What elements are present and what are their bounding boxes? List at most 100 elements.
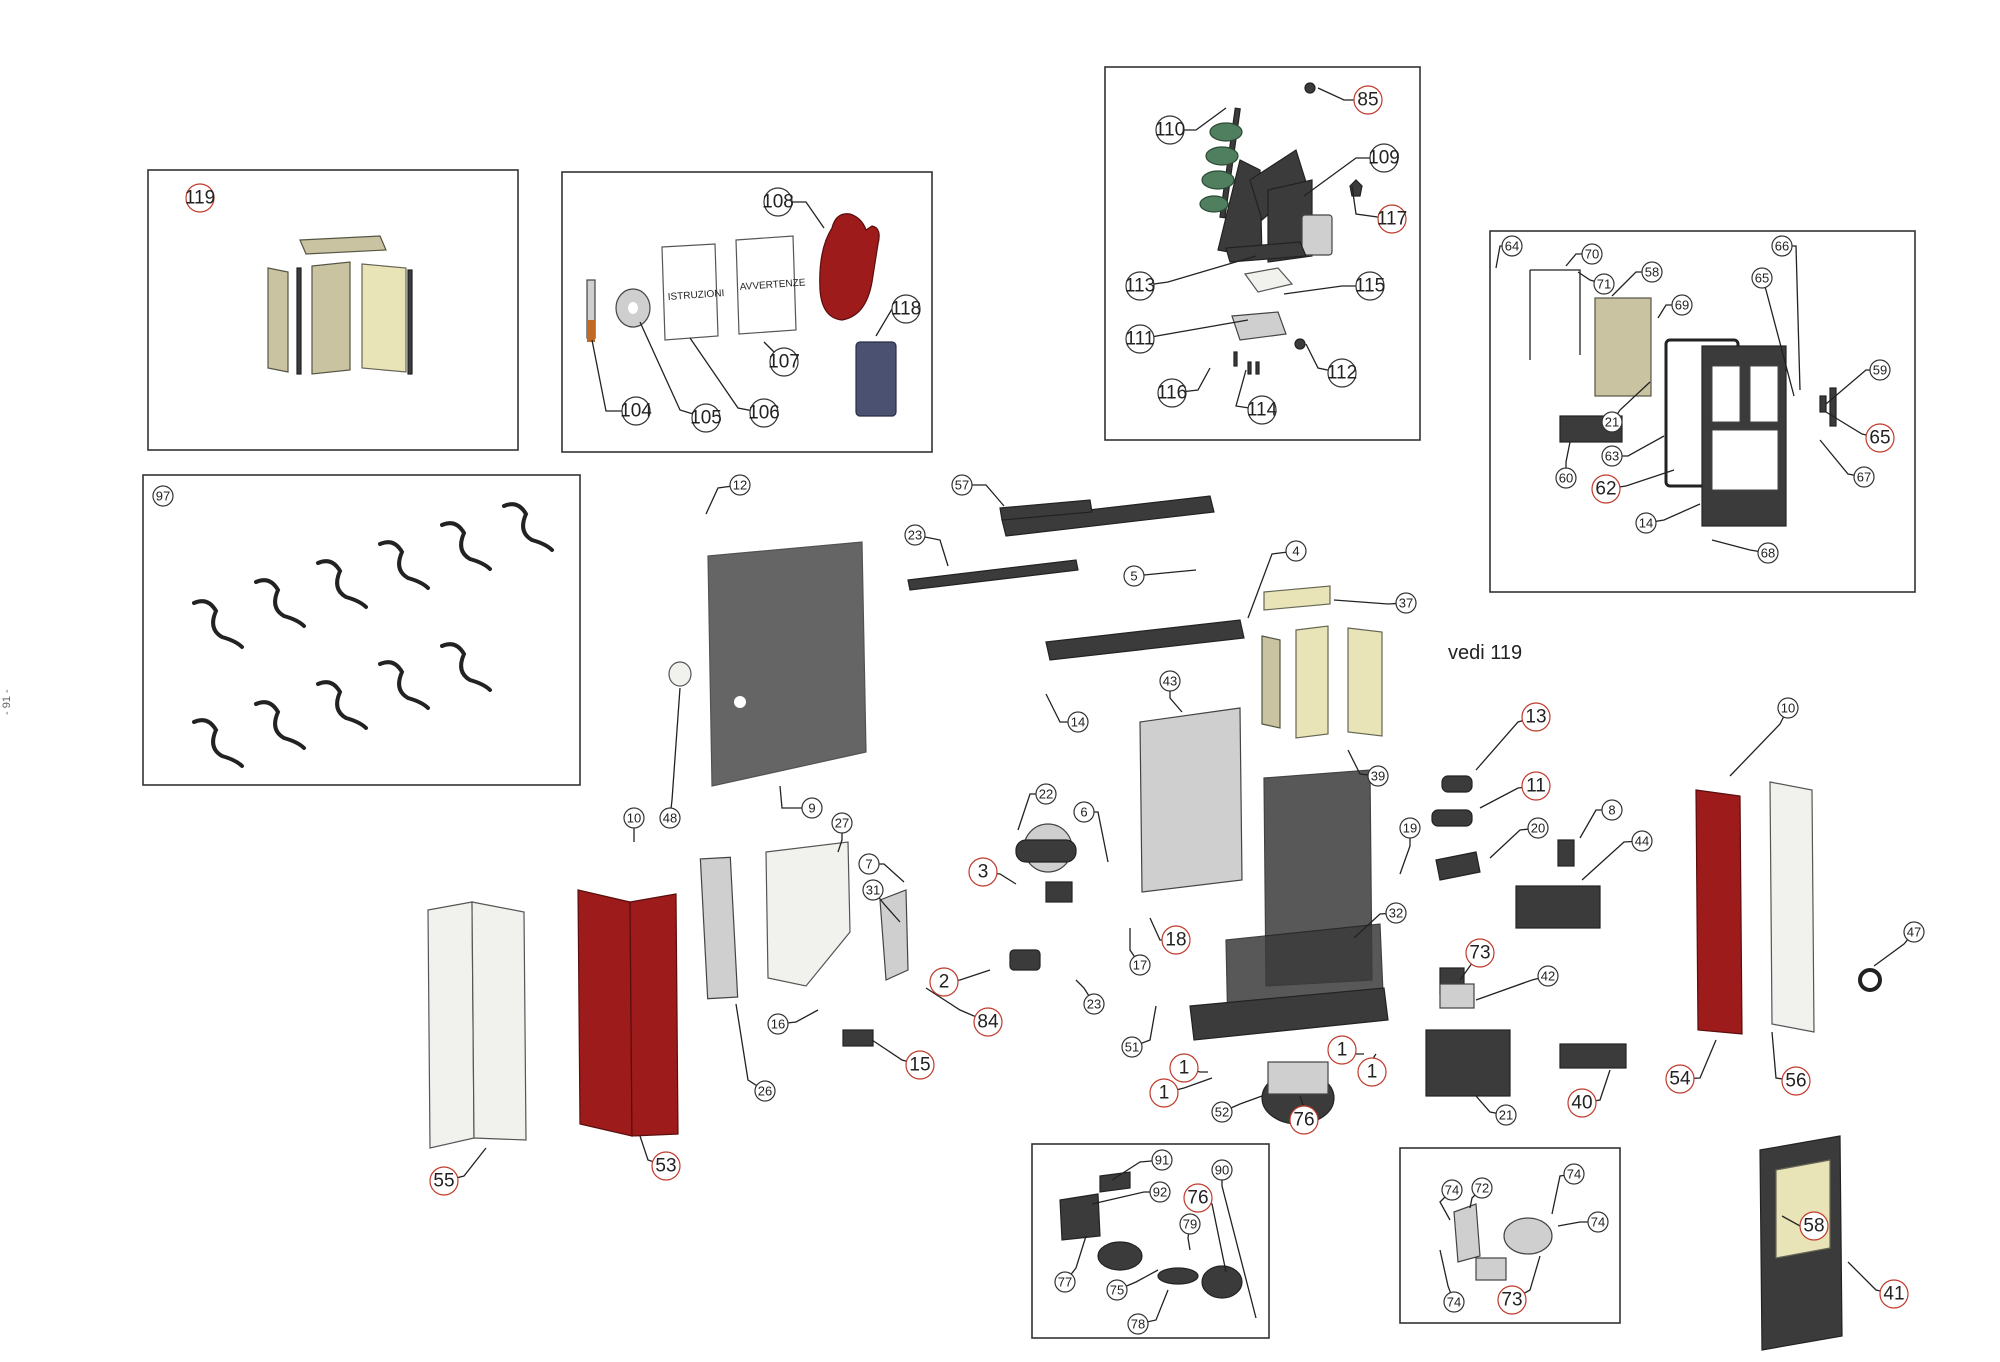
callout-label: 52 bbox=[1215, 1105, 1229, 1120]
callout-circle bbox=[1521, 771, 1551, 801]
callout-label: 117 bbox=[1377, 209, 1407, 230]
callout-label: 3 bbox=[978, 862, 989, 883]
callout-label: 104 bbox=[620, 401, 652, 422]
callout-label: 74 bbox=[1445, 1183, 1459, 1198]
callout-circle bbox=[1879, 1279, 1909, 1309]
manual-document bbox=[661, 243, 719, 341]
callout-circle bbox=[1129, 954, 1151, 976]
callout-label: 1 bbox=[1337, 1040, 1348, 1061]
manual-title: ISTRUZIONI bbox=[667, 288, 724, 303]
callout-circle bbox=[1601, 445, 1623, 467]
left-cladding-55 bbox=[427, 901, 527, 1149]
callout-circle bbox=[1327, 358, 1357, 388]
callout-label: 74 bbox=[1567, 1167, 1581, 1182]
callout-circle bbox=[1155, 115, 1185, 145]
callout-circle bbox=[1289, 1105, 1319, 1135]
callout-circle bbox=[1151, 1149, 1173, 1171]
callout-54: 54 bbox=[1665, 1064, 1695, 1094]
inset-box-fan bbox=[1031, 1143, 1270, 1339]
warning-title: AVVERTENZE bbox=[739, 277, 806, 293]
leader-line-113 bbox=[1139, 255, 1257, 287]
front-door-41 bbox=[1759, 1135, 1843, 1351]
callout-circle bbox=[185, 183, 215, 213]
callout-72: 72 bbox=[1471, 1177, 1493, 1199]
callout-label: 62 bbox=[1595, 479, 1616, 500]
callout-label: 8 bbox=[1608, 803, 1615, 818]
callout-circle bbox=[1121, 1036, 1143, 1058]
callout-label: 115 bbox=[1355, 276, 1385, 297]
callout-circle bbox=[1537, 965, 1559, 987]
leader-line-26 bbox=[735, 1003, 766, 1092]
callout-circle bbox=[1465, 938, 1495, 968]
callout-4: 4 bbox=[1285, 540, 1307, 562]
callout-label: 73 bbox=[1469, 943, 1490, 964]
callout-118: 118 bbox=[891, 294, 921, 324]
callout-27: 27 bbox=[831, 812, 853, 834]
callout-20: 20 bbox=[1527, 817, 1549, 839]
inset-box-97 bbox=[142, 474, 581, 786]
callout-label: 2 bbox=[939, 972, 950, 993]
callout-65: 65 bbox=[1751, 267, 1773, 289]
callout-circle bbox=[1441, 1179, 1463, 1201]
callout-label: 26 bbox=[758, 1084, 772, 1099]
callout-73: 73 bbox=[1465, 938, 1495, 968]
callout-13: 13 bbox=[1521, 702, 1551, 732]
callout-label: 112 bbox=[1327, 363, 1357, 384]
callout-label: 56 bbox=[1785, 1071, 1806, 1092]
callout-label: 60 bbox=[1559, 471, 1573, 486]
rail-23 bbox=[907, 559, 1079, 591]
callout-43: 43 bbox=[1159, 670, 1181, 692]
callout-65: 65 bbox=[1865, 423, 1895, 453]
callout-circle bbox=[801, 797, 823, 819]
callout-circle bbox=[1385, 902, 1407, 924]
callout-1: 1 bbox=[1327, 1035, 1357, 1065]
callout-circle bbox=[1593, 273, 1615, 295]
callout-56: 56 bbox=[1781, 1066, 1811, 1096]
callout-circle bbox=[1903, 921, 1925, 943]
callout-label: 12 bbox=[733, 478, 747, 493]
callout-91: 91 bbox=[1151, 1149, 1173, 1171]
callout-23: 23 bbox=[1083, 993, 1105, 1015]
callout-68: 68 bbox=[1757, 542, 1779, 564]
callout-85: 85 bbox=[1353, 85, 1383, 115]
callout-label: 40 bbox=[1571, 1093, 1592, 1114]
callout-label: 6 bbox=[1080, 805, 1087, 820]
callout-circle bbox=[1125, 324, 1155, 354]
warning-document bbox=[735, 235, 797, 335]
margin-mark: - 91 - bbox=[1, 689, 13, 715]
callout-label: 21 bbox=[1605, 415, 1619, 430]
callout-circle bbox=[623, 807, 645, 829]
callout-label: 64 bbox=[1505, 239, 1519, 254]
small-parts bbox=[842, 775, 1882, 1299]
callout-76: 76 bbox=[1183, 1183, 1213, 1213]
callout-circle bbox=[1157, 378, 1187, 408]
callout-label: 66 bbox=[1775, 239, 1789, 254]
callout-111: 111 bbox=[1125, 324, 1155, 354]
callout-76: 76 bbox=[1289, 1105, 1319, 1135]
inset-box-motor bbox=[1399, 1147, 1621, 1324]
callout-15: 15 bbox=[905, 1050, 935, 1080]
callout-circle bbox=[749, 398, 779, 428]
callout-circle bbox=[1035, 783, 1057, 805]
callout-label: 118 bbox=[891, 299, 921, 320]
callout-label: 22 bbox=[1039, 787, 1053, 802]
inspection-panel-26 bbox=[699, 856, 739, 1000]
callout-circle bbox=[1501, 235, 1523, 257]
callout-39: 39 bbox=[1367, 765, 1389, 787]
callout-circle bbox=[1377, 204, 1407, 234]
callout-circle bbox=[1357, 1057, 1387, 1087]
callout-circle bbox=[1601, 411, 1623, 433]
callout-circle bbox=[1054, 1271, 1076, 1293]
callout-circle bbox=[769, 347, 799, 377]
right-cladding-56 bbox=[1769, 781, 1815, 1033]
callout-circle bbox=[904, 524, 926, 546]
callout-circle bbox=[968, 857, 998, 887]
callout-circle bbox=[1563, 1163, 1585, 1185]
callout-12: 12 bbox=[729, 474, 751, 496]
callout-label: 31 bbox=[866, 883, 880, 898]
callout-circle bbox=[1799, 1211, 1829, 1241]
callout-label: 15 bbox=[909, 1055, 930, 1076]
leader-line-10 bbox=[1729, 707, 1789, 777]
